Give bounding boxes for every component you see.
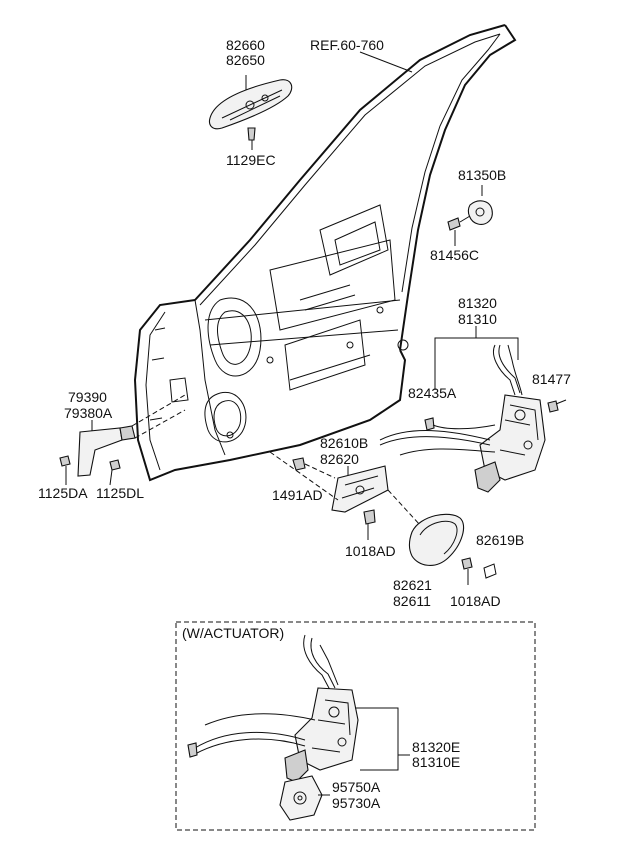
ref-label: REF.60-760 [310,37,384,53]
label-81350b: 81350B [458,167,506,183]
label-82610b: 82610B [320,435,368,451]
door-latch-assembly [379,344,567,493]
label-81310: 81310 [458,311,497,327]
label-81310e: 81310E [412,754,460,770]
outside-handle-part [208,75,293,150]
label-1018ad-b: 1018AD [450,593,501,609]
label-1129ec: 1129EC [226,152,276,168]
label-82660: 82660 [226,37,265,53]
latch-actuator-assembly [187,634,359,821]
label-1125da: 1125DA [38,485,88,501]
latch-bracket-line [434,337,519,390]
ref-leader-line [359,51,413,73]
label-81320e: 81320E [412,739,460,755]
label-95750a: 95750A [332,779,381,795]
door-inner-panel [149,204,409,443]
actuator-box-title: (W/ACTUATOR) [182,625,284,641]
label-81477: 81477 [532,371,571,387]
handle-escutcheon-part [387,489,497,585]
label-82611: 82611 [393,593,431,609]
actuator-bracket-line [355,707,399,771]
door-frame [133,24,517,482]
label-82620: 82620 [320,451,359,467]
actuator-group-box [175,621,536,831]
label-95730a: 95730A [332,795,381,811]
label-82621: 82621 [393,577,432,593]
label-82650: 82650 [226,52,265,68]
label-81456c: 81456C [430,247,479,263]
inside-handle-part [269,451,389,540]
striker-part [447,185,493,246]
label-79390: 79390 [68,389,107,405]
label-1491ad: 1491AD [272,487,323,503]
label-81320: 81320 [458,295,497,311]
label-79380a: 79380A [64,405,113,421]
door-checker-part [59,394,186,486]
label-1125dl: 1125DL [96,485,144,501]
label-82435a: 82435A [408,385,457,401]
label-82619b: 82619B [476,532,524,548]
label-1018ad-a: 1018AD [345,543,396,559]
